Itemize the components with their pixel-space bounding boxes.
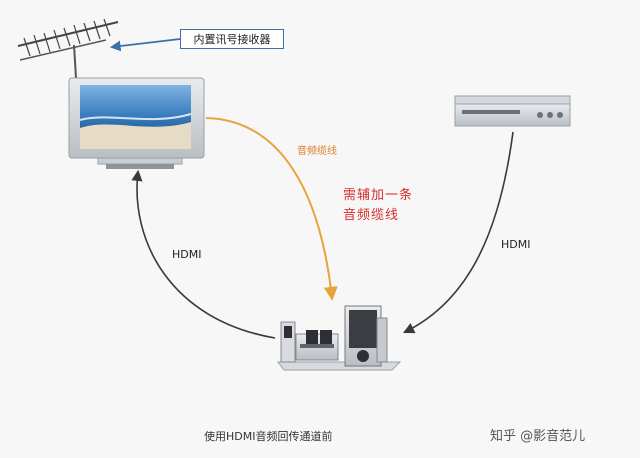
home-theater-icon [277, 305, 402, 371]
hdmi-arrow-from-dvd [402, 131, 514, 334]
dvd-player-icon [454, 95, 571, 127]
watermark: 知乎 @影音范儿 [490, 429, 586, 444]
audio-cable-label: 音频缆线 [297, 146, 337, 157]
callout-arrow [109, 38, 181, 52]
antenna-icon [17, 18, 119, 79]
hdmi-arrow-to-tv [131, 169, 276, 339]
extra-cable-note-line1: 需辅加一条 [343, 188, 414, 203]
antenna-callout-box: 内置讯号接收器 [180, 29, 284, 49]
audio-cable-arrow [205, 117, 338, 301]
diagram-caption: 使用HDMI音频回传通道前 [204, 430, 333, 443]
extra-cable-note-line2: 音频缆线 [343, 208, 400, 223]
hdmi-label-left: HDMI [172, 248, 202, 261]
tv-icon [68, 77, 205, 169]
hdmi-label-right: HDMI [501, 238, 531, 251]
